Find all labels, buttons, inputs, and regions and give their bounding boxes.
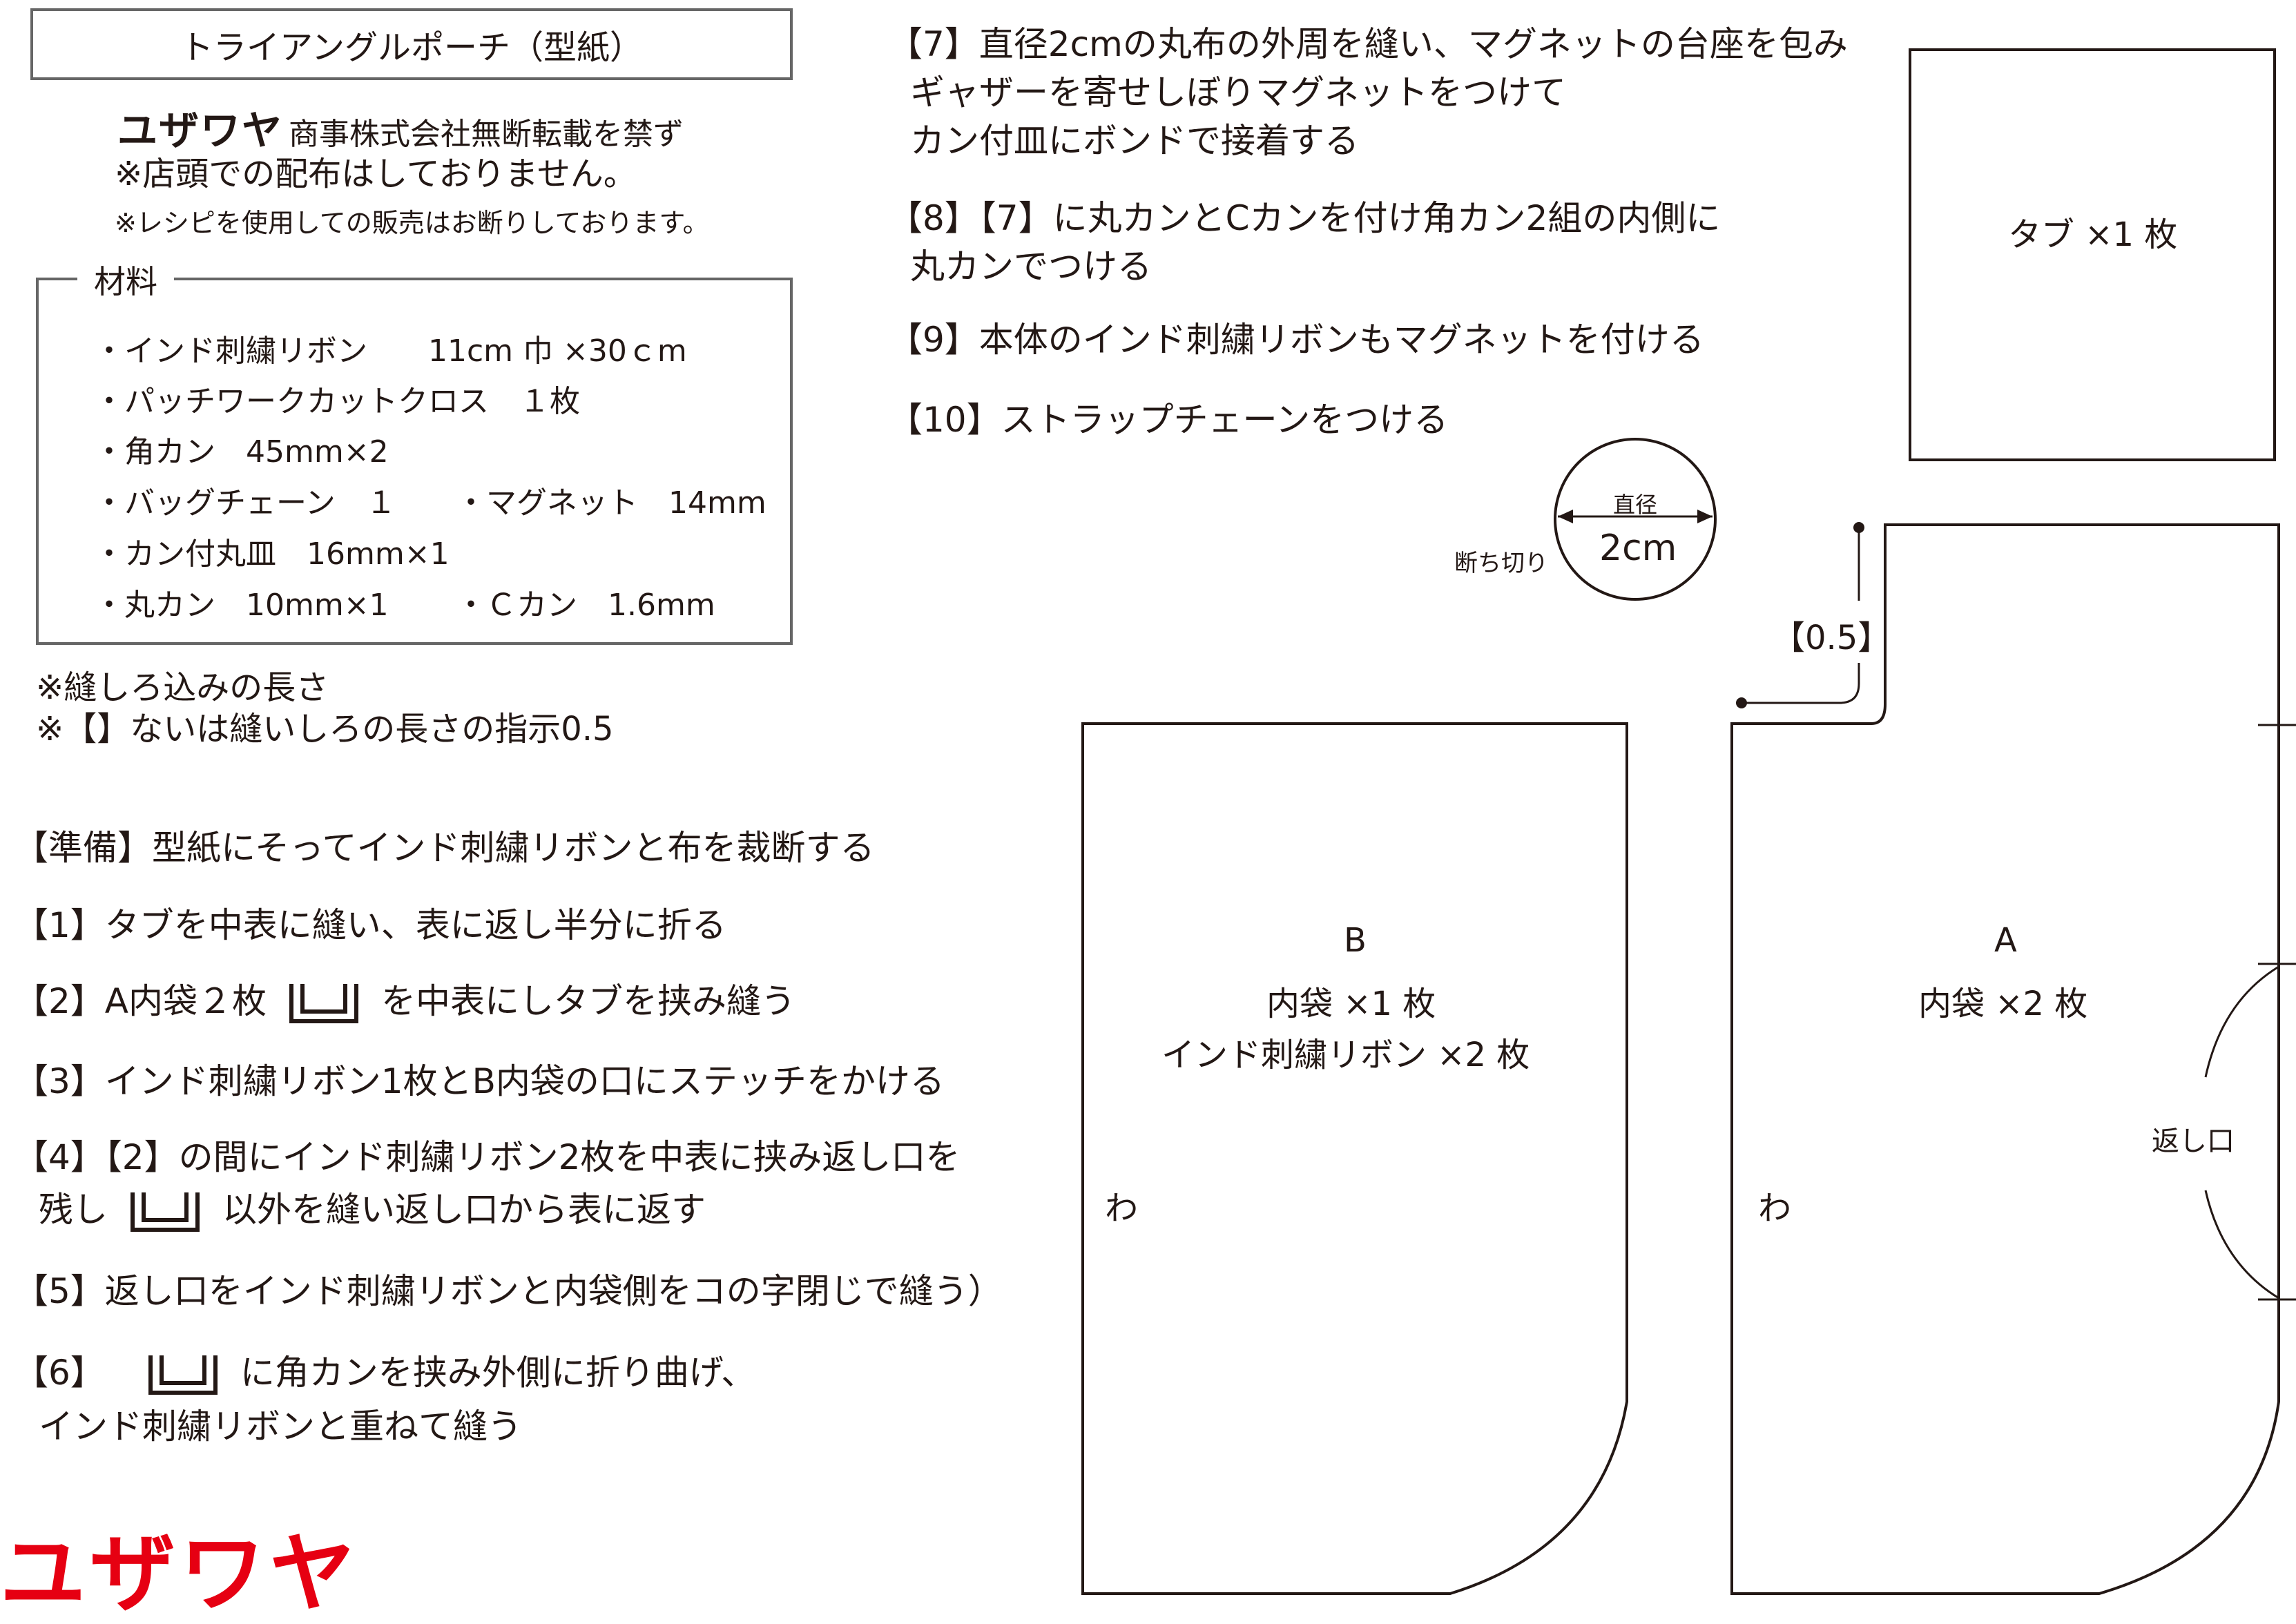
- pouch-shape-icon: [146, 1354, 220, 1397]
- step-10: 【10】ストラップチェーンをつける: [888, 400, 1449, 440]
- circle-pattern: [1554, 438, 1717, 601]
- step-9: 【9】本体のインド刺繍リボンもマグネットを付ける: [888, 320, 1704, 360]
- step-2: 【2】A内袋２枚を中表にしタブを挟み縫う: [14, 974, 795, 1025]
- piece-b-fold: わ: [1105, 1189, 1139, 1228]
- notice-sales: ※レシピを使用しての販売はお断りしております。: [115, 208, 709, 238]
- material-item: ・パッチワークカットクロス １枚: [94, 384, 580, 419]
- step-7-line-1: 【7】直径2cmの丸布の外周を縫い、マグネットの台座を包み: [888, 24, 1848, 64]
- material-item: ・カン付丸皿 16mm×1: [94, 536, 450, 572]
- step-7-line-3: カン付皿にボンドで接着する: [910, 121, 1359, 161]
- piece-b-line-2: インド刺繍リボン ×2 枚: [1161, 1036, 1530, 1074]
- step-4-line-1: 【4】【2】の間にインド刺繍リボン2枚を中表に挟み返し口を: [14, 1137, 961, 1177]
- seam-allowance-label: 【0.5】: [1772, 619, 1891, 657]
- step-8-line-2: 丸カンでつける: [910, 246, 1152, 287]
- step-prep: 【準備】型紙にそってインド刺繍リボンと布を裁断する: [14, 828, 875, 868]
- pouch-shape-icon: [128, 1191, 202, 1234]
- material-item: ・マグネット 14mm: [456, 485, 766, 521]
- copyright-line: ユザワヤ商事株式会社無断転載を禁ず: [117, 98, 684, 156]
- step-5: 【5】返し口をインド刺繍リボンと内袋側をコの字閉じで縫う）: [14, 1271, 1003, 1311]
- piece-b-outline: [1081, 722, 1628, 1595]
- material-item: ・Ｃカン 1.6mm: [456, 588, 715, 623]
- opening-arc-top: [2204, 965, 2279, 1078]
- material-item: ・バッグチェーン １: [94, 485, 396, 521]
- circle-size-label: 2cm: [1599, 528, 1677, 569]
- piece-b-letter: B: [1344, 921, 1367, 960]
- opening-arc-bottom: [2204, 1190, 2279, 1299]
- step-7-line-2: ギャザーを寄せしぼりマグネットをつけて: [910, 72, 1566, 113]
- seam-marker-left: [1736, 697, 1747, 708]
- pouch-shape-icon: [287, 983, 360, 1025]
- materials-box: [36, 278, 793, 645]
- tab-label: タブ ×1 枚: [2008, 215, 2178, 254]
- material-item: ・インド刺繍リボン 11cm 巾 ×30ｃm: [94, 334, 687, 369]
- page-title-box: トライアングルポーチ（型紙）: [30, 8, 793, 80]
- circle-cut-note: 断ち切り: [1454, 550, 1548, 577]
- note-seam-instruction: ※【】ないは縫いしろの長さの指示0.5: [36, 710, 614, 748]
- piece-a-line-1: 内袋 ×2 枚: [1918, 985, 2088, 1023]
- material-item: ・丸カン 10mm×1: [94, 588, 389, 623]
- circle-diameter-label: 直径: [1613, 492, 1658, 518]
- tab-pattern: [1909, 48, 2276, 461]
- notice-distribution: ※店頭での配布はしておりません。: [115, 155, 637, 193]
- step-8-line-1: 【8】【7】に丸カンとCカンを付け角カン2組の内側に: [888, 198, 1721, 238]
- piece-b-line-1: 内袋 ×1 枚: [1266, 985, 1436, 1023]
- copyright-brand: ユザワヤ: [117, 107, 284, 154]
- piece-a-letter: A: [1994, 921, 2017, 960]
- step-3: 【3】インド刺繍リボン1枚とB内袋の口にステッチをかける: [14, 1061, 945, 1101]
- brand-logo: ユザワヤ: [0, 1525, 360, 1624]
- step-6-line-1: 【6】に角カンを挟み外側に折り曲げ、: [14, 1345, 755, 1397]
- page-title: トライアングルポーチ（型紙）: [180, 28, 644, 67]
- piece-a-opening: 返し口: [2152, 1125, 2235, 1157]
- note-seam-included: ※縫しろ込みの長さ: [36, 668, 329, 707]
- step-6-line-2: インド刺繍リボンと重ねて縫う: [39, 1406, 522, 1447]
- piece-a-outline: [1730, 523, 2280, 1595]
- step-1: 【1】タブを中表に縫い、表に返し半分に折る: [14, 905, 726, 945]
- piece-a-fold: わ: [1758, 1189, 1792, 1228]
- copyright-text: 商事株式会社無断転載を禁ず: [289, 117, 684, 152]
- step-4-line-2: 残し以外を縫い返し口から表に返す: [39, 1182, 706, 1234]
- material-item: ・角カン 45mm×2: [94, 434, 389, 470]
- materials-legend: 材料: [77, 257, 174, 302]
